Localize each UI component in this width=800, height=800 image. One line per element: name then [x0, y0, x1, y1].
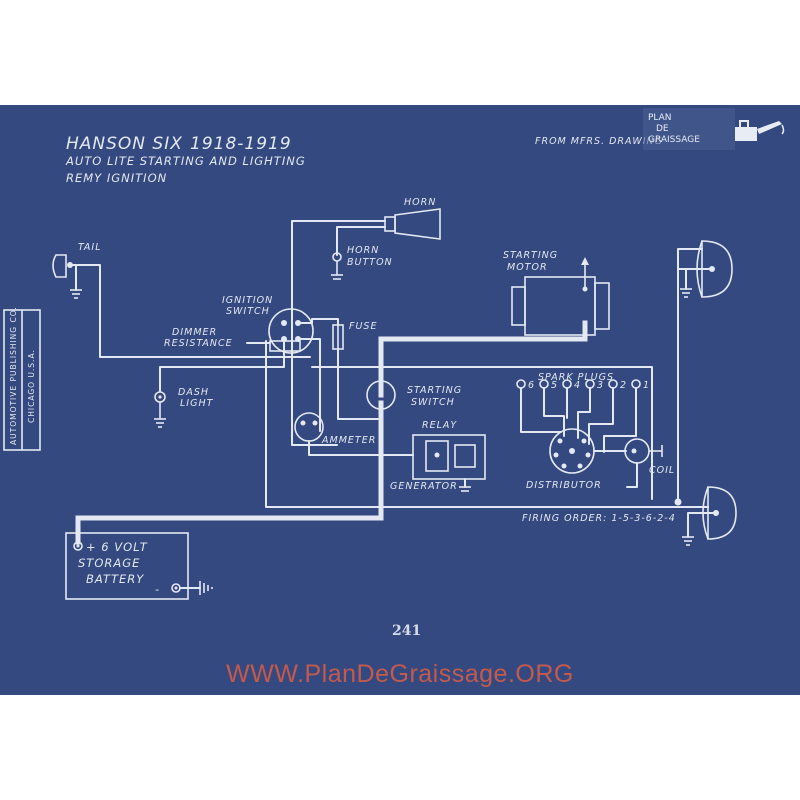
source-note: FROM MFRS. DRAWING	[535, 136, 663, 147]
wiring-diagram: HANSON SIX 1918-1919 AUTO LITE STARTING …	[3, 108, 785, 639]
logo-line-1: PLAN	[648, 113, 672, 123]
plandegraissage-logo: PLAN DE GRAISSAGE	[643, 108, 785, 150]
publisher-name: AUTOMOTIVE PUBLISHING CO.	[9, 306, 18, 445]
plug-number-2: 2	[620, 380, 627, 391]
dash-light	[154, 391, 166, 428]
starting-motor-label-2: MOTOR	[507, 262, 548, 273]
spark-plug-1: 1	[631, 379, 650, 391]
diagram-years: 1918-1919	[190, 134, 292, 154]
tail-ground-icon	[70, 289, 82, 299]
dimmer-label-1: DIMMER	[172, 327, 217, 338]
horn-button-label-2: BUTTON	[347, 257, 393, 268]
dash-light-label-1: DASH	[178, 387, 209, 398]
plug-number-1: 1	[643, 380, 650, 391]
dimmer-label-2: RESISTANCE	[164, 338, 233, 349]
logo-line-3: GRAISSAGE	[648, 135, 700, 145]
horn-button-label-1: HORN	[347, 245, 379, 256]
battery-label-battery: BATTERY	[86, 572, 144, 586]
blueprint-plate: HANSON SIX 1918-1919 AUTO LITE STARTING …	[0, 105, 800, 695]
generator-relay	[412, 434, 486, 480]
headlamp-lower-ground-icon	[682, 536, 694, 546]
battery-label-storage: STORAGE	[78, 556, 140, 570]
tail-lamp	[52, 254, 311, 358]
dash-light-label-2: LIGHT	[180, 398, 214, 409]
fuse-label: FUSE	[349, 321, 377, 332]
tail-label: TAIL	[78, 242, 102, 253]
distributor-label: DISTRIBUTOR	[526, 480, 602, 491]
horn-button	[331, 252, 343, 280]
distributor	[549, 428, 595, 474]
headlamp-upper-ground-icon	[680, 288, 692, 298]
publisher-city: CHICAGO U.S.A.	[27, 349, 36, 423]
starting-motor-label-1: STARTING	[503, 250, 558, 261]
starting-switch-label-2: SWITCH	[411, 397, 455, 408]
plug-number-3: 3	[597, 380, 604, 391]
starting-switch-label-1: STARTING	[407, 385, 462, 396]
plug-number-4: 4	[574, 380, 581, 391]
diagram-subtitle-1: AUTO LITE STARTING AND LIGHTING	[65, 154, 306, 168]
diagram-subtitle-2: REMY IGNITION	[66, 171, 167, 185]
horn	[384, 208, 441, 240]
generator-label: GENERATOR	[390, 481, 458, 492]
spark-plug-6: 6	[516, 379, 535, 391]
battery-ground-icon	[199, 581, 213, 595]
coil	[624, 438, 663, 464]
plug-number-6: 6	[528, 380, 535, 391]
ignition-switch-label-2: SWITCH	[226, 306, 270, 317]
plug-number-5: 5	[551, 380, 558, 391]
horn-label: HORN	[404, 197, 436, 208]
battery-label-voltage: + 6 VOLT	[86, 540, 148, 554]
starting-motor	[511, 257, 610, 336]
logo-line-2: DE	[656, 124, 669, 134]
ammeter-label: AMMETER	[321, 435, 376, 446]
ignition-switch-label-1: IGNITION	[222, 295, 273, 306]
diagram-title: HANSON SIX	[66, 134, 183, 154]
publisher-stamp: AUTOMOTIVE PUBLISHING CO. CHICAGO U.S.A.	[3, 306, 41, 451]
fuse	[332, 324, 344, 350]
headlamp-junction	[674, 498, 682, 506]
page-number: 241	[392, 623, 421, 639]
coil-label: COIL	[649, 465, 675, 476]
relay-label: RELAY	[422, 420, 457, 431]
watermark: WWW.PlanDeGraissage.ORG	[226, 660, 574, 688]
battery-minus-label: -	[155, 582, 160, 596]
spark-plugs-label: SPARK PLUGS	[538, 372, 614, 383]
ammeter	[294, 412, 324, 442]
firing-order-label: FIRING ORDER: 1-5-3-6-2-4	[522, 513, 676, 524]
oil-can-icon	[735, 120, 785, 141]
